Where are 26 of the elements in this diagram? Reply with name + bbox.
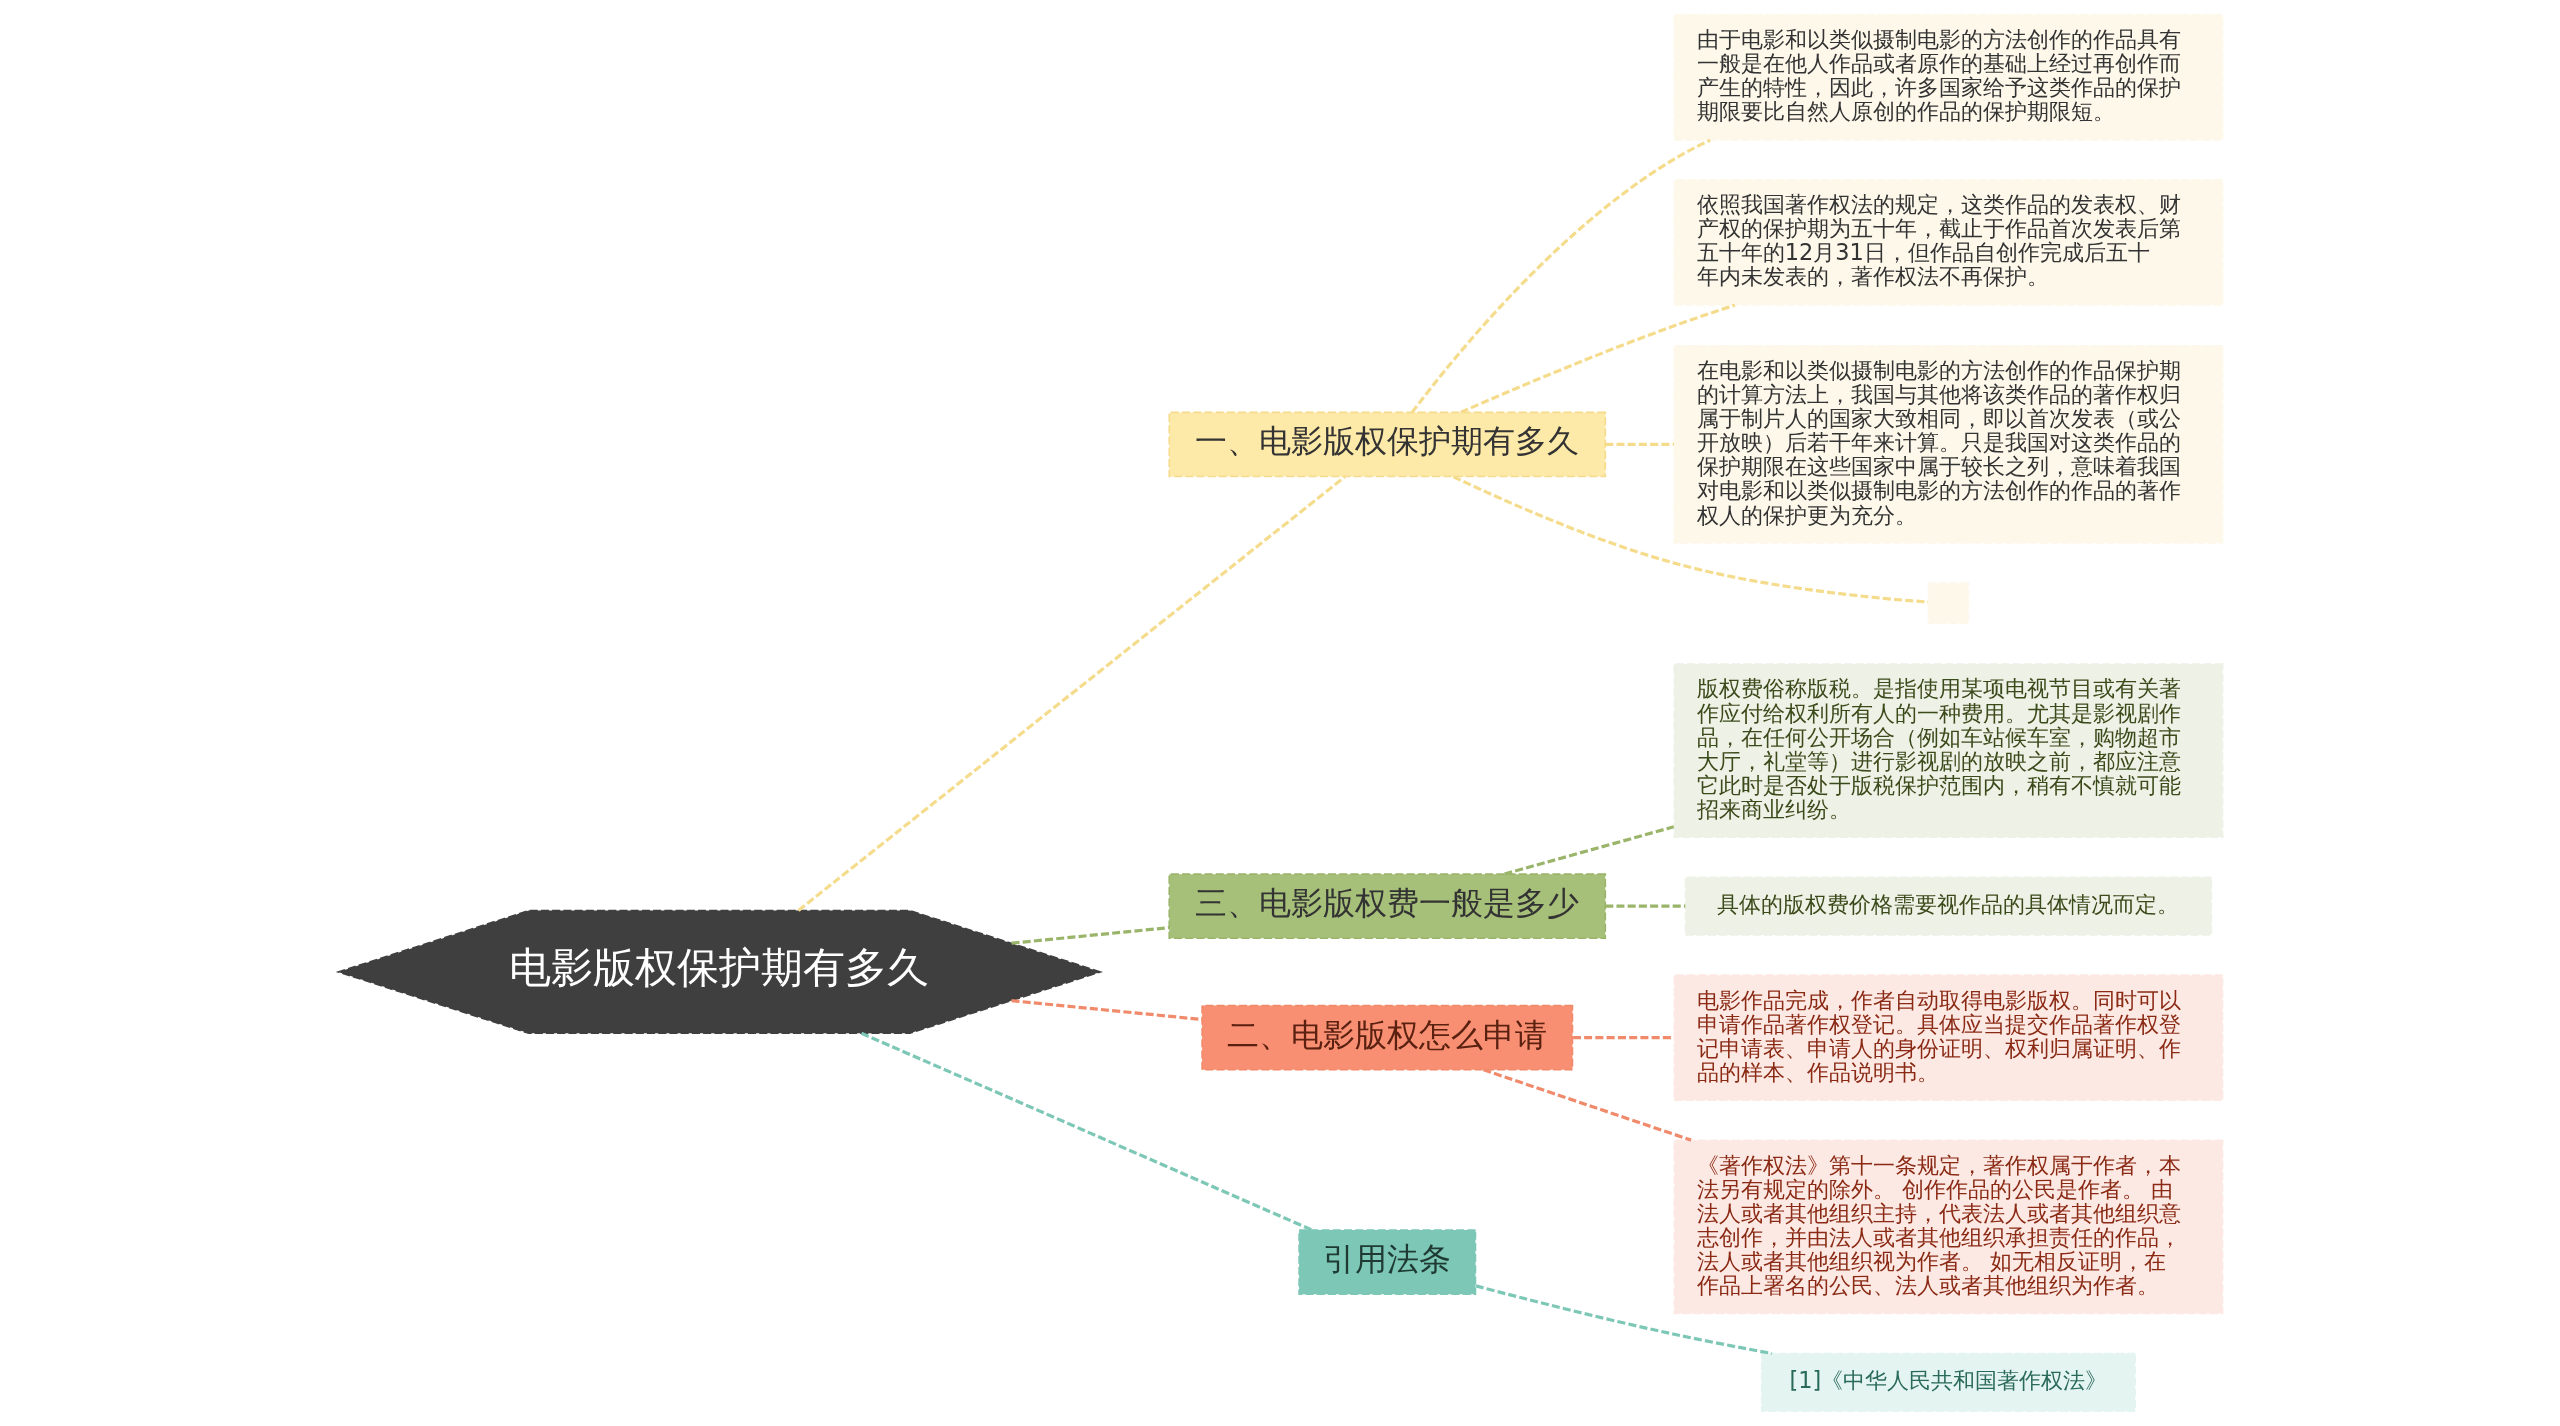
node-box bbox=[1927, 582, 1969, 624]
node-box: 具体的版权费价格需要视作品的具体情况而定。 bbox=[1684, 876, 2212, 936]
node-box: 二、电影版权怎么申请 bbox=[1200, 1004, 1573, 1071]
node-box: 版权费俗称版税。是指使用某项电视节目或有关著作应付给权利所有人的一种费用。尤其是影视剧作品，在任何公开场合（例如车站候车室，购物超市大厅，礼堂等）进行影视剧的放映之前，都应注意它此时是否处于版税保护范围内，稍有不慎就可能招来商业纠纷。 bbox=[1672, 663, 2223, 839]
node-box: 三、电影版权费一般是多少 bbox=[1167, 873, 1606, 940]
node-box: [1]《中华人民共和国著作权法》 bbox=[1760, 1352, 2136, 1413]
node-box: 引用法条 bbox=[1297, 1229, 1476, 1295]
node-box: 《著作权法》第十一条规定，著作权属于作者，本法另有规定的除外。 创作作品的公民是作者。 由法人或者其他组织主持，代表法人或者其他组织意志创作，并由法人或者其他组织承担责任的作品，法人或者其他组织视为作者。 如无相反证明，在作品上署名的公民、法人或者其他组织为作者。 bbox=[1672, 1139, 2223, 1315]
connector bbox=[1475, 1284, 1772, 1356]
connector bbox=[1452, 475, 1928, 604]
node-box: 由于电影和以类似摄制电影的方法创作的作品具有一般是在他人作品或者原作的基础上经过再创作而产生的特性，因此，许多国家给予这类作品的保护期限要比自然人原创的作品的保护期限短。 bbox=[1672, 13, 2223, 141]
connector bbox=[1459, 303, 1735, 414]
node-box: 一、电影版权保护期有多久 bbox=[1167, 411, 1606, 478]
connector bbox=[1010, 999, 1202, 1022]
node-box: 依照我国著作权法的规定，这类作品的发表权、财产权的保护期为五十年，截止于作品首次发表后第五十年的12月31日，但作品自创作完成后五十年内未发表的，著作权法不再保护。 bbox=[1672, 179, 2223, 306]
connector bbox=[1604, 442, 1674, 447]
connector bbox=[1503, 825, 1674, 876]
connector bbox=[860, 1031, 1313, 1232]
connector bbox=[1572, 1036, 1674, 1040]
connector bbox=[1010, 926, 1169, 945]
connector bbox=[1410, 138, 1711, 414]
node-box: 电影作品完成，作者自动取得电影版权。同时可以申请作品著作权登记。具体应当提交作品著作权登记申请表、申请人的身份证明、权利归属证明、作品的样本、作品说明书。 bbox=[1672, 974, 2223, 1101]
connector bbox=[1604, 904, 1685, 908]
connector bbox=[797, 475, 1346, 912]
connector bbox=[1482, 1068, 1692, 1142]
node-box: 在电影和以类似摄制电影的方法创作的作品保护期的计算方法上，我国与其他将该类作品的著作权归属于制片人的国家大致相同，即以首次发表（或公开放映）后若干年来计算。只是我国对这类作品的保护期限在这些国家中属于较长之列，意味着我国对电影和以类似摄制电影的方法创作的作品的著作权人的保护更为充分。 bbox=[1672, 345, 2223, 544]
